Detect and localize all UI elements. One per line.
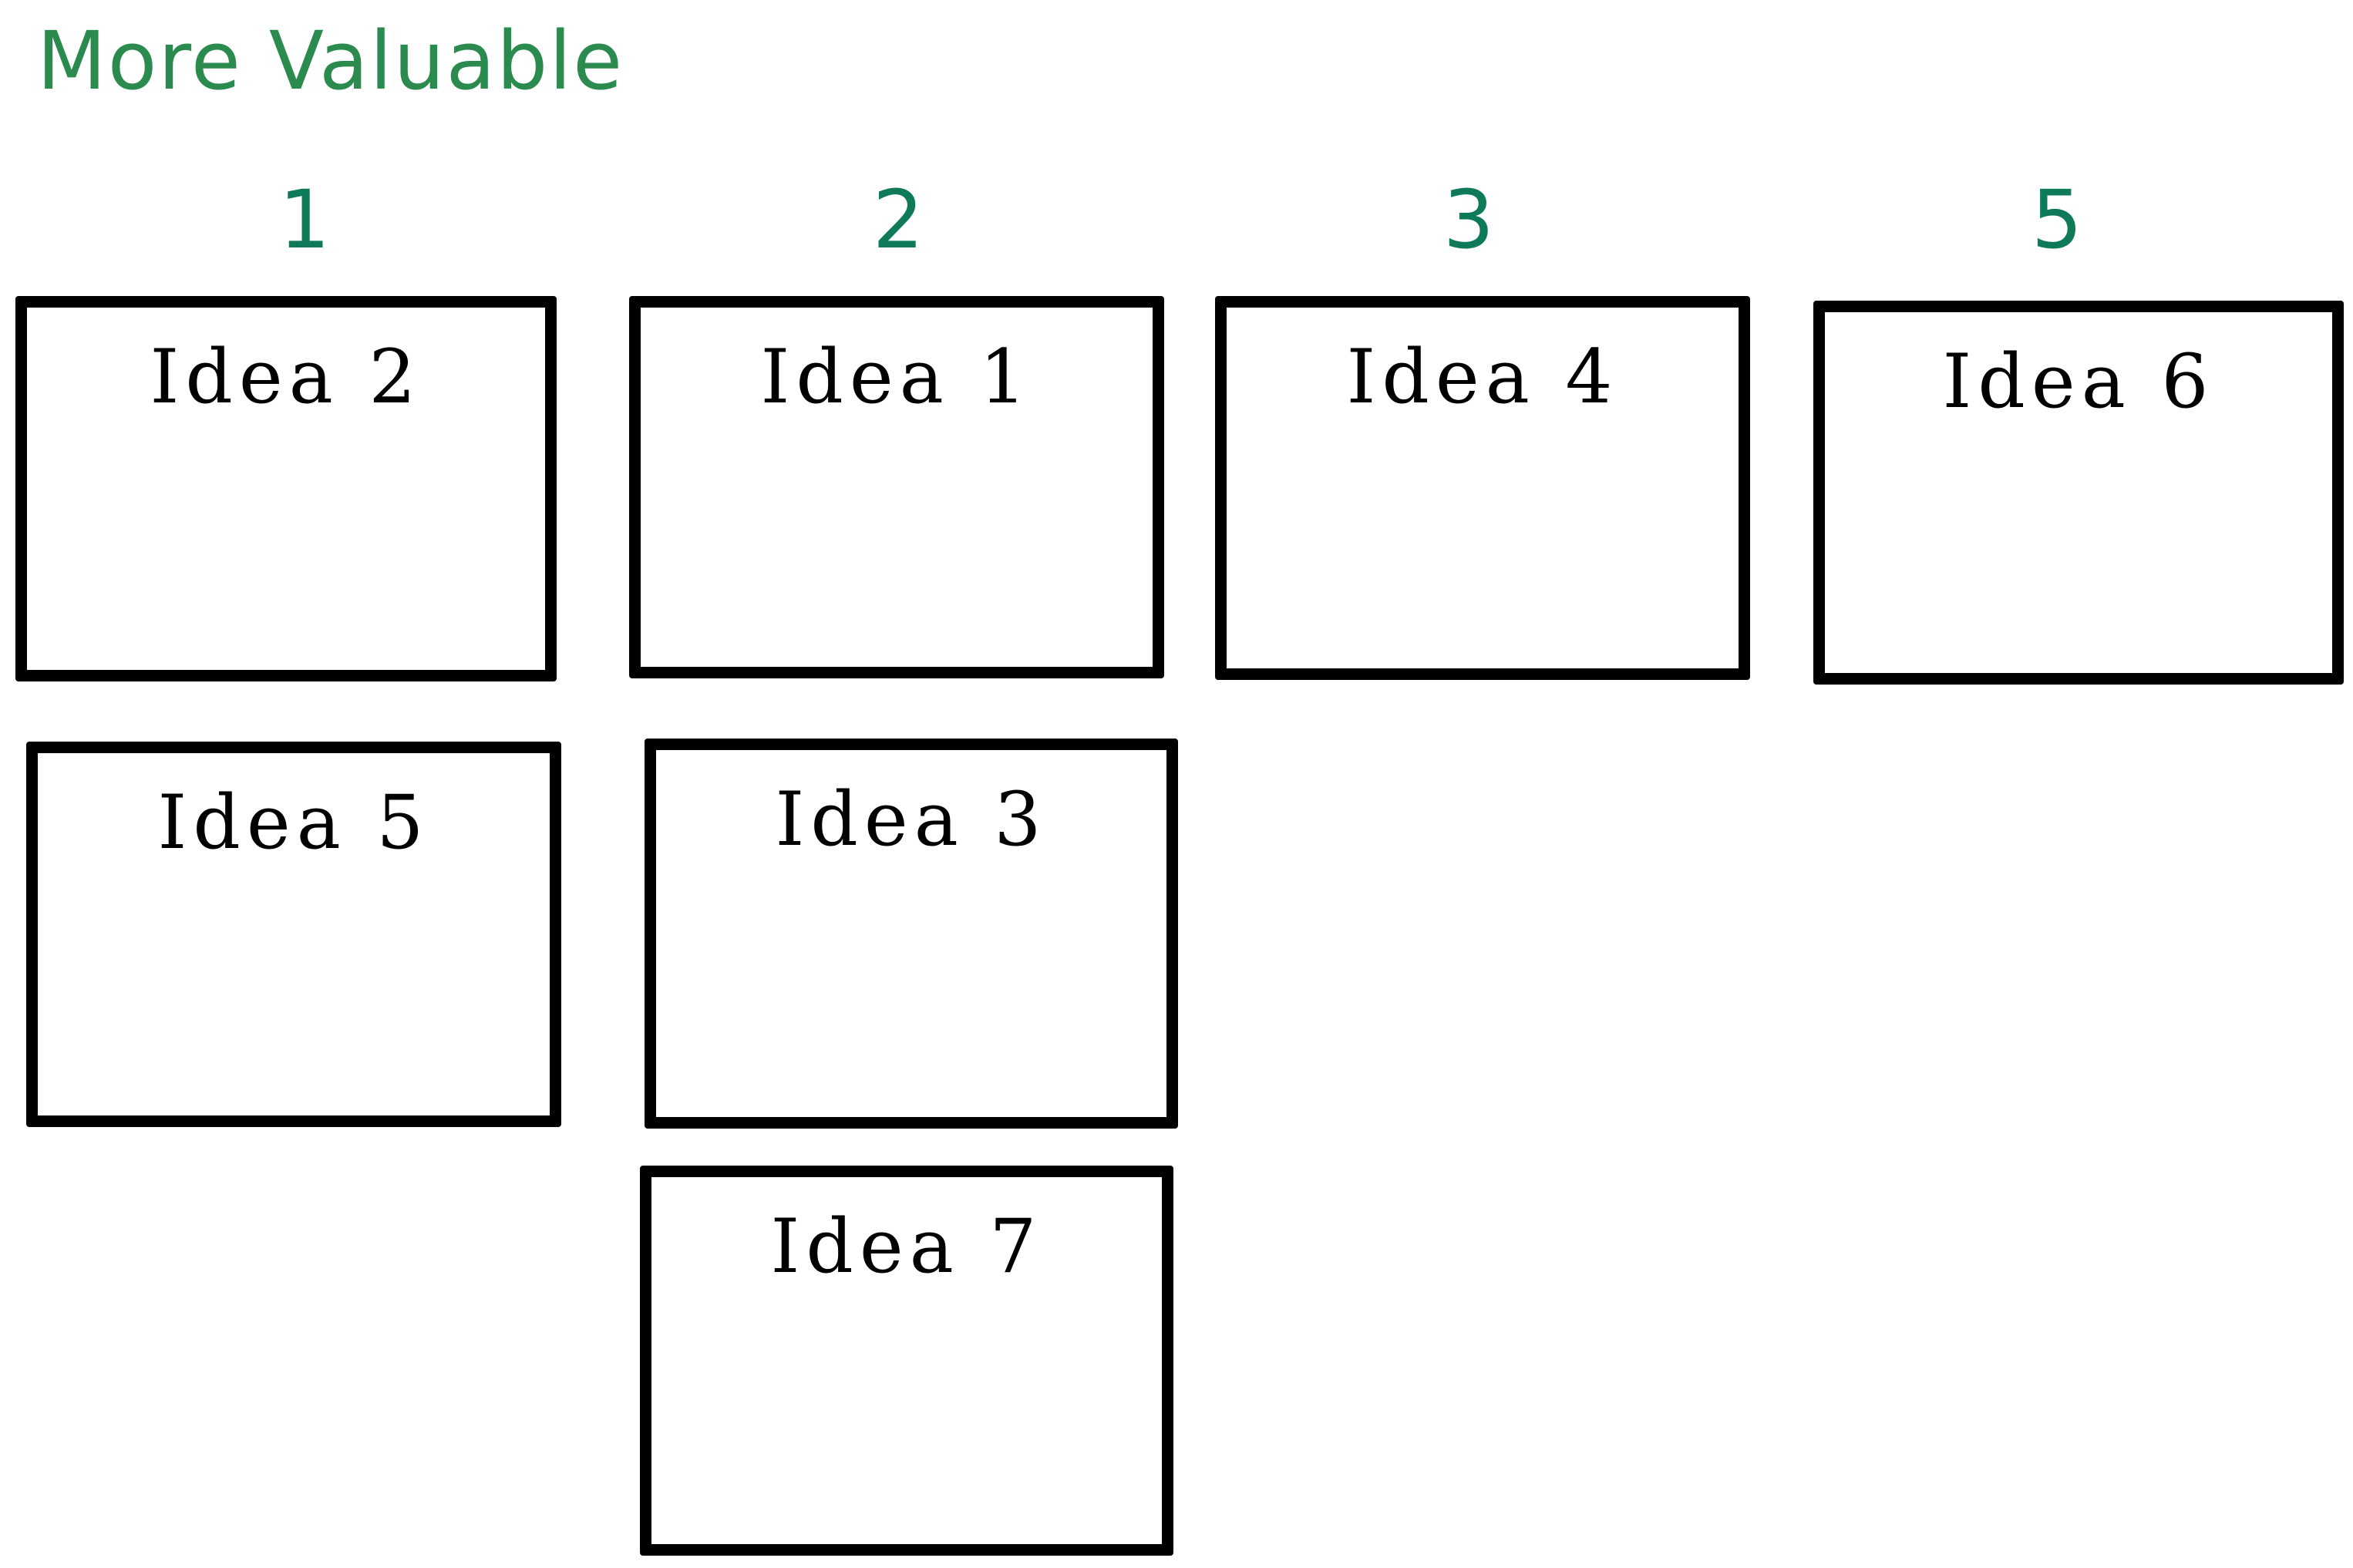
idea-card[interactable]: Idea 2 bbox=[15, 296, 557, 681]
idea-card[interactable]: Idea 7 bbox=[640, 1166, 1173, 1556]
idea-card[interactable]: Idea 4 bbox=[1215, 296, 1750, 680]
idea-card[interactable]: Idea 6 bbox=[1813, 301, 2344, 685]
column-label-3: 3 bbox=[1442, 173, 1495, 267]
idea-card-label: Idea 2 bbox=[150, 334, 422, 420]
column-label-2: 2 bbox=[872, 173, 924, 267]
idea-card[interactable]: Idea 5 bbox=[26, 742, 561, 1127]
idea-card-label: Idea 7 bbox=[770, 1203, 1043, 1290]
idea-card-label: Idea 6 bbox=[1942, 338, 2215, 425]
board-title: More Valuable bbox=[37, 14, 624, 108]
idea-card[interactable]: Idea 3 bbox=[645, 739, 1178, 1129]
column-label-1: 1 bbox=[278, 173, 331, 267]
idea-card-label: Idea 1 bbox=[760, 334, 1033, 420]
column-label-5: 5 bbox=[2031, 173, 2083, 267]
idea-card-label: Idea 4 bbox=[1346, 334, 1619, 420]
idea-card[interactable]: Idea 1 bbox=[629, 296, 1164, 678]
idea-card-label: Idea 3 bbox=[775, 776, 1048, 863]
idea-card-label: Idea 5 bbox=[157, 779, 430, 866]
